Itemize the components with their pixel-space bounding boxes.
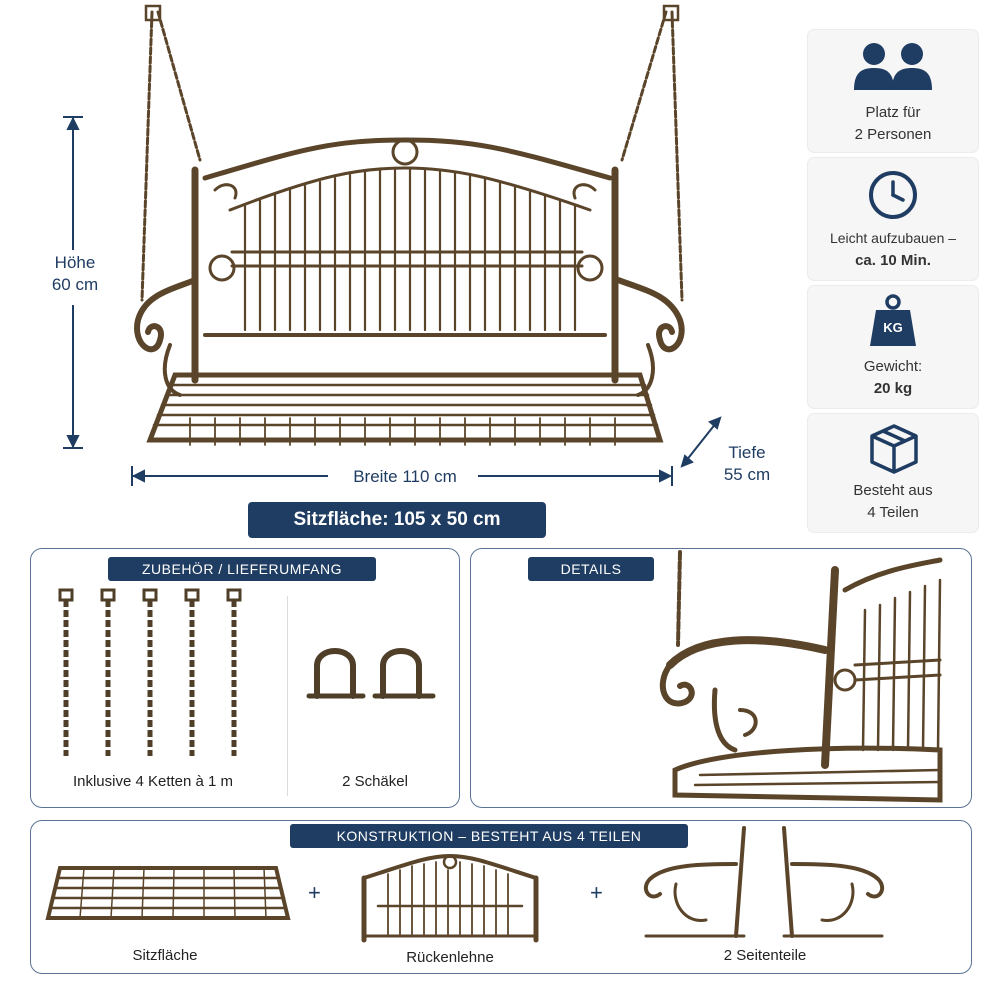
accessories-divider xyxy=(287,596,288,796)
plus-sign-2: + xyxy=(590,880,603,905)
width-arrow xyxy=(131,466,673,486)
feature-line1: Platz für xyxy=(865,104,921,121)
feature-card-assembly: Leicht aufzubauen – ca. 10 Min. xyxy=(808,158,978,280)
weight-icon xyxy=(870,294,916,346)
feature-line1: Besteht aus xyxy=(853,482,933,499)
backrest-part-caption: Rückenlehne xyxy=(406,949,494,966)
side-parts-caption: 2 Seitenteile xyxy=(723,947,807,964)
details-closeup xyxy=(659,550,943,803)
feature-card-capacity: Platz für 2 Personen xyxy=(808,30,978,152)
seat-part-illustration xyxy=(45,866,291,920)
shackles-illustration xyxy=(306,648,436,699)
backrest-part-illustration xyxy=(361,853,539,943)
width-label: Breite 110 cm xyxy=(353,467,457,486)
feature-card-weight: KG Gewicht: 20 kg xyxy=(808,286,978,408)
side-parts-illustration xyxy=(643,826,885,938)
people-icon xyxy=(854,43,932,90)
depth-arrow xyxy=(680,416,722,468)
feature-line1: Gewicht: xyxy=(863,358,923,375)
chains-caption: Inklusive 4 Ketten à 1 m xyxy=(72,773,234,790)
details-tag: DETAILS xyxy=(528,557,654,581)
seat-area-badge: Sitzfläche: 105 x 50 cm xyxy=(248,502,546,538)
feature-line2: 4 Teilen xyxy=(867,504,919,521)
feature-card-parts: Besteht aus 4 Teilen xyxy=(808,414,978,532)
weight-icon-text: KG xyxy=(883,320,903,335)
accessories-tag: ZUBEHÖR / LIEFERUMFANG xyxy=(108,557,376,581)
shackles-caption: 2 Schäkel xyxy=(342,773,408,790)
plus-sign-1: + xyxy=(308,880,321,905)
construction-tag: KONSTRUKTION – BESTEHT AUS 4 TEILEN xyxy=(290,824,688,848)
feature-line1: Leicht aufzubauen – xyxy=(829,230,957,246)
feature-line2: 2 Personen xyxy=(854,126,932,143)
depth-label: Tiefe 55 cm xyxy=(712,442,782,486)
seat-part-caption: Sitzfläche xyxy=(132,947,198,964)
swing-illustration xyxy=(134,4,685,446)
height-label: Höhe 60 cm xyxy=(40,252,110,296)
depth-label-text: Tiefe xyxy=(728,443,766,462)
feature-line2: 20 kg xyxy=(873,380,913,397)
depth-value: 55 cm xyxy=(723,465,771,484)
clock-icon xyxy=(869,171,917,219)
feature-line2: ca. 10 Min. xyxy=(855,252,931,269)
height-value: 60 cm xyxy=(51,275,99,294)
box-icon xyxy=(870,424,918,474)
height-arrow xyxy=(63,116,83,449)
height-label-text: Höhe xyxy=(54,253,96,272)
chains-illustration xyxy=(58,588,242,756)
